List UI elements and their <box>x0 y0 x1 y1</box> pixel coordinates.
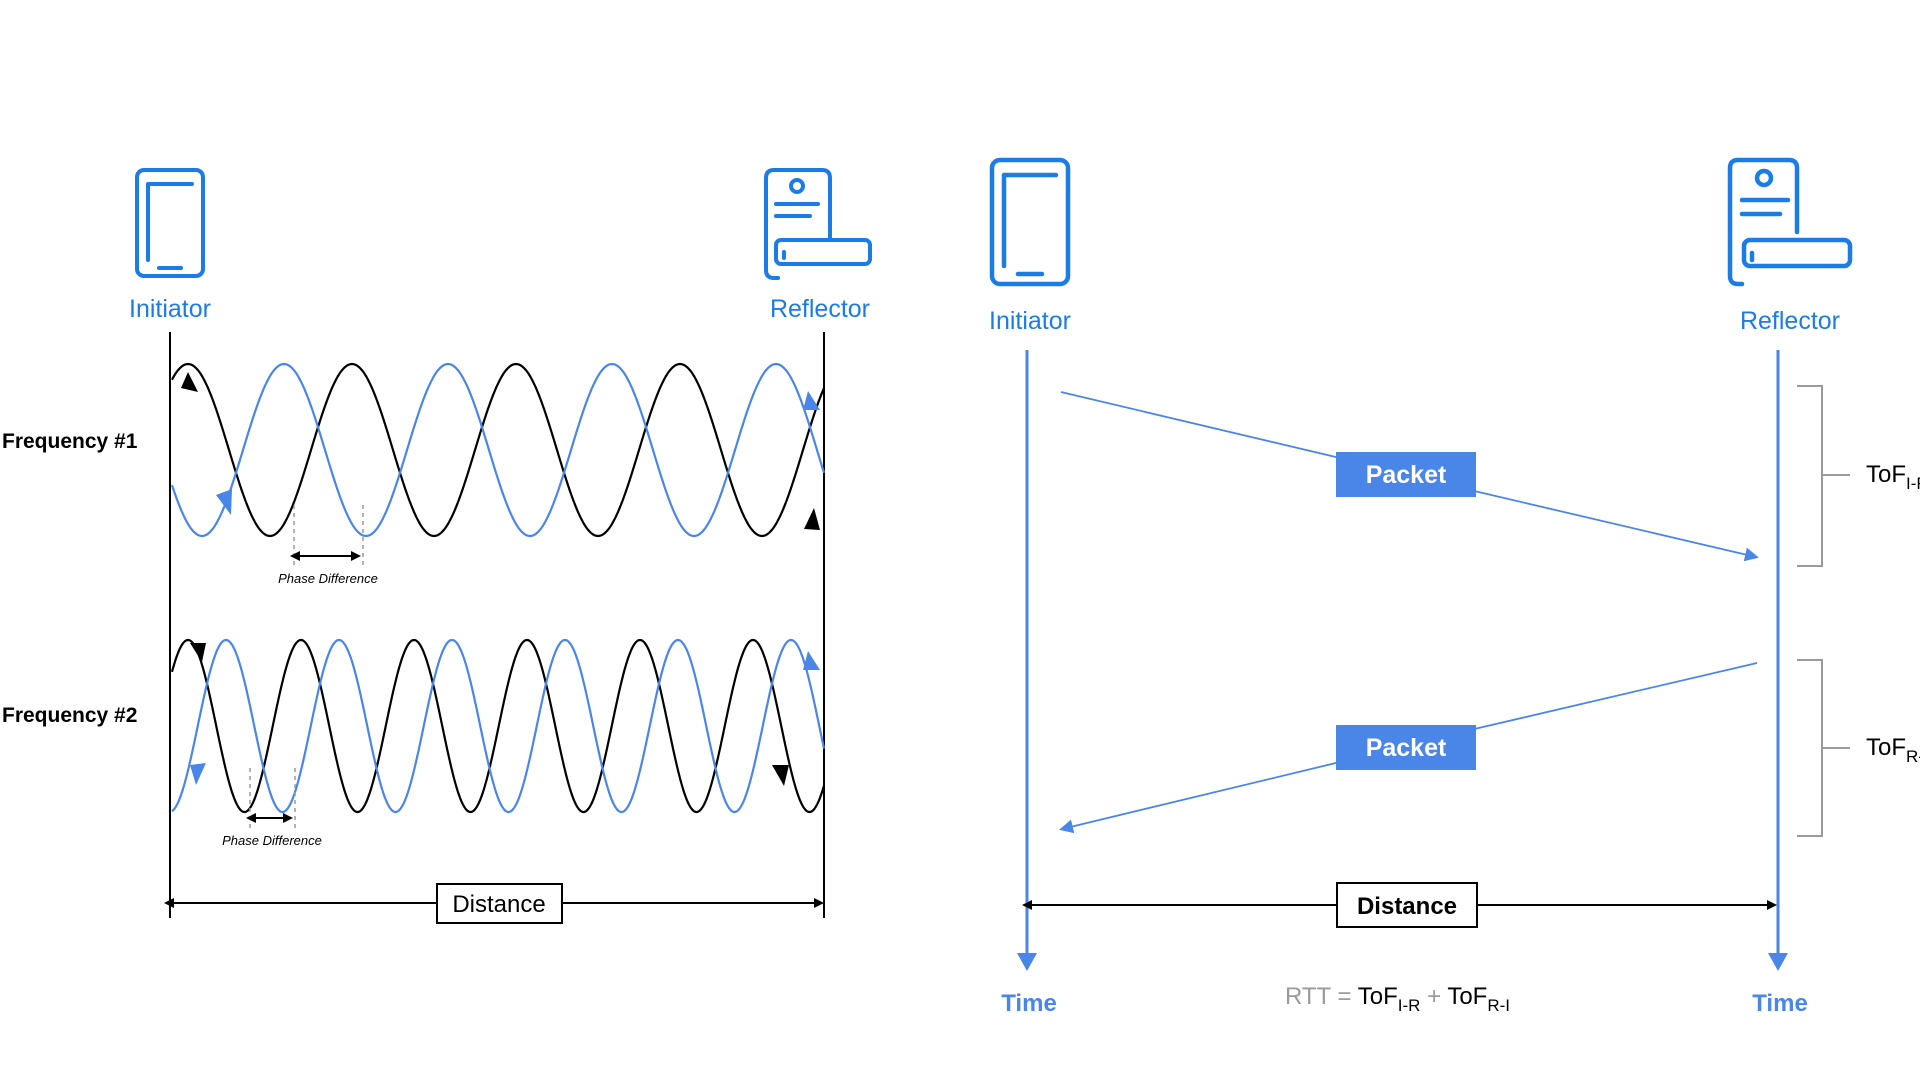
distance-left-label: Distance <box>452 891 545 918</box>
frequency-1-blue-wave <box>170 362 826 538</box>
arrowhead-f1-black-end <box>804 508 820 530</box>
reflector-label: Reflector <box>770 295 870 323</box>
wave-direction-arrows <box>181 372 820 786</box>
frequency-1-black-wave <box>171 362 826 538</box>
frequency-1-label: Frequency #1 <box>2 430 138 453</box>
phase-difference-1: Phase Difference <box>278 505 378 586</box>
packet-2-label: Packet <box>1366 734 1447 762</box>
frequency-2-label: Frequency #2 <box>2 704 137 727</box>
packet-1-path-end <box>1469 489 1759 562</box>
reflector-timeline-arrowhead <box>1768 953 1788 971</box>
reflector-label-right: Reflector <box>1740 307 1840 335</box>
time-label-initiator: Time <box>1001 990 1057 1017</box>
left-panel: Initiator Reflector Frequency #1 Frequen… <box>2 168 872 924</box>
arrowhead-f2-blue-start <box>190 763 206 785</box>
arrowhead-f2-black-end <box>772 765 789 786</box>
frequency-2-black-wave <box>170 638 826 814</box>
tof-ir-bracket <box>1797 385 1850 567</box>
door-lock-icon <box>764 168 872 280</box>
arrowhead-f1-blue-end <box>803 391 820 410</box>
right-panel: Initiator Reflector Packet Packet <box>989 157 1920 1017</box>
tof-ri-label: ToFR-I <box>1866 734 1920 766</box>
initiator-timeline-arrowhead <box>1017 953 1037 971</box>
packet-1-box <box>1336 452 1476 497</box>
time-label-reflector: Time <box>1752 990 1808 1017</box>
packet-2-box <box>1336 725 1476 770</box>
phase-difference-1-label: Phase Difference <box>278 571 378 586</box>
distance-left: Distance <box>164 883 824 924</box>
phase-difference-2: Phase Difference <box>222 768 322 848</box>
packet-2-path-start <box>1469 662 1758 731</box>
packet-1-label: Packet <box>1366 461 1447 489</box>
smartphone-icon <box>989 157 1071 287</box>
distance-right: Distance <box>1022 882 1777 928</box>
packet-2-path-end <box>1059 761 1341 834</box>
frequency-2-blue-wave <box>171 638 826 814</box>
arrowhead-f2-black-start <box>190 643 206 662</box>
door-lock-icon <box>1727 157 1853 287</box>
packet-1-path-start <box>1060 391 1341 459</box>
tof-ri-bracket <box>1797 659 1850 837</box>
rtt-formula: RTT = ToFI-R + ToFR-I <box>1285 983 1510 1015</box>
smartphone-icon <box>135 168 205 278</box>
arrowhead-f1-black-start <box>181 372 198 392</box>
tof-ir-label: ToFI-R <box>1866 461 1920 493</box>
phase-difference-2-label: Phase Difference <box>222 833 322 848</box>
initiator-label: Initiator <box>129 295 211 323</box>
arrowhead-f2-blue-end <box>803 651 820 670</box>
distance-right-label: Distance <box>1357 893 1457 920</box>
initiator-label-right: Initiator <box>989 307 1071 335</box>
arrowhead-f1-blue-start <box>216 489 232 515</box>
